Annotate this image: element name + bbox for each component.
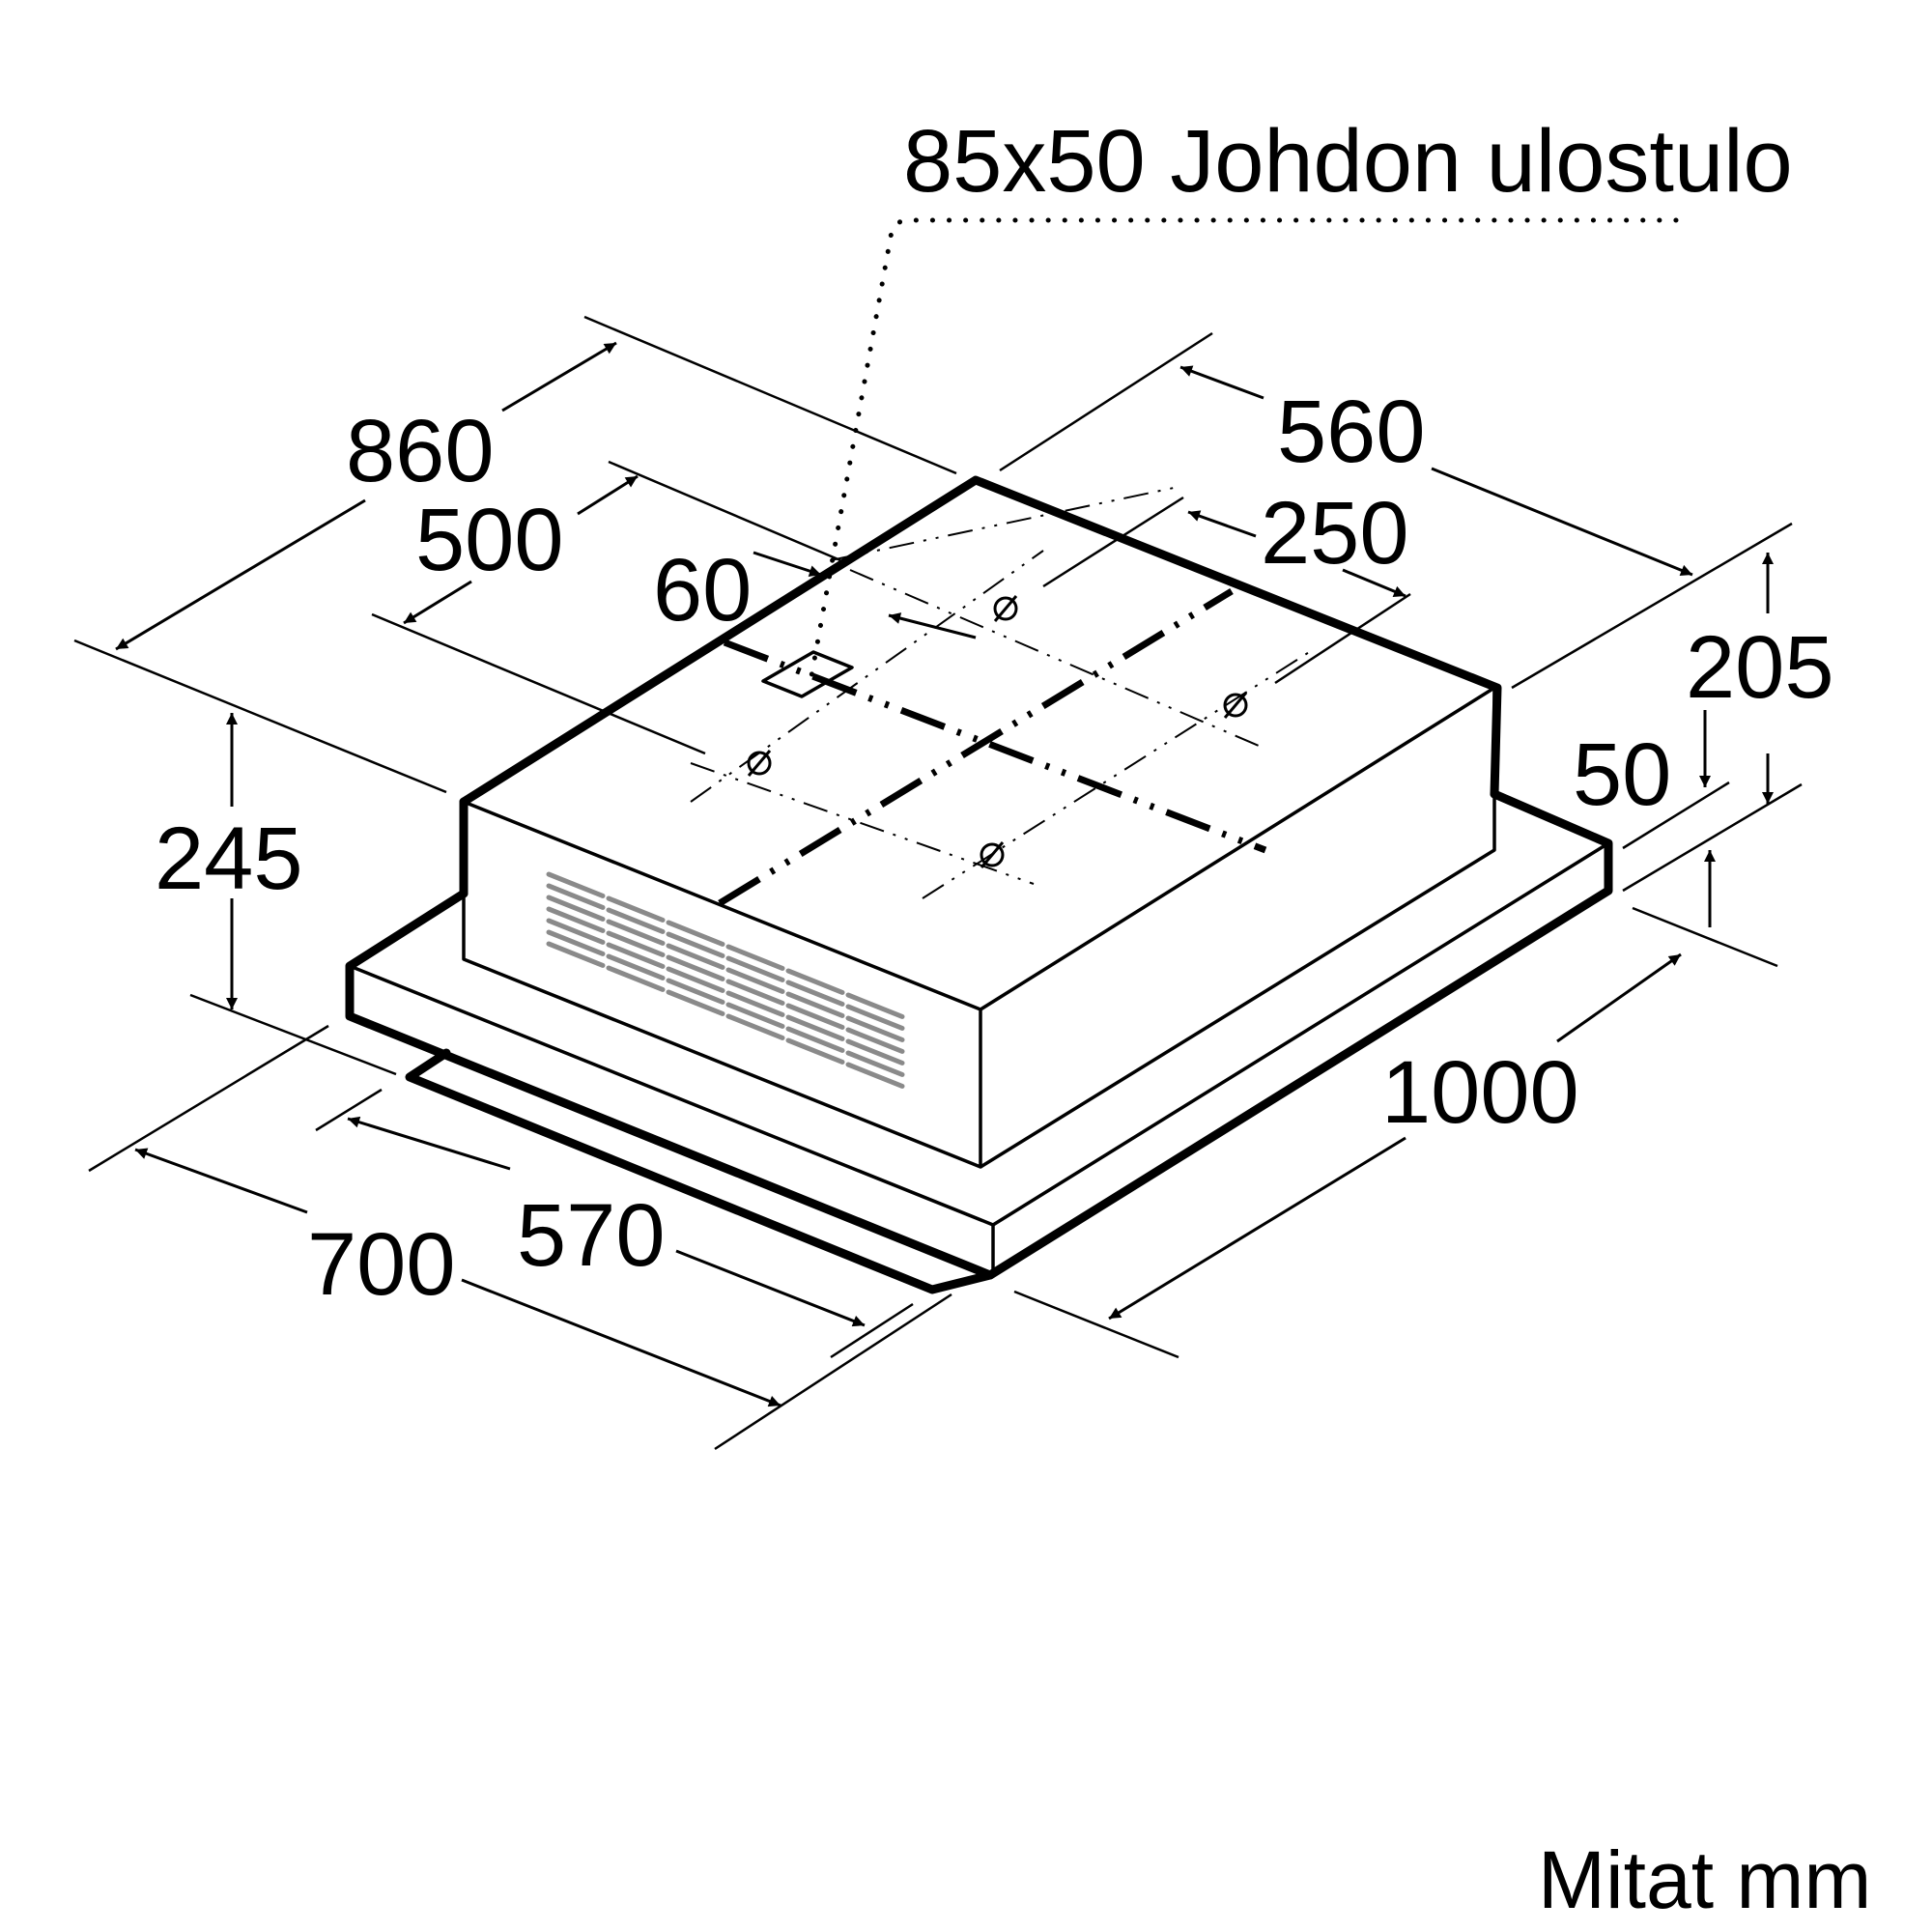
vent-slot — [785, 1037, 845, 1065]
vent-slot — [845, 1038, 905, 1065]
vent-slot — [546, 918, 606, 945]
dim-hood-depth: 700 — [307, 1215, 456, 1314]
dim-panel-thickness: 50 — [1573, 725, 1671, 824]
dim-overall-width: 560 — [1277, 383, 1426, 481]
vent-slot — [725, 955, 785, 982]
vent-slot — [666, 920, 725, 947]
vent-slot — [666, 931, 725, 958]
mount-hole-icon — [980, 842, 1005, 867]
extension-lines — [73, 315, 1803, 1451]
vent-slot — [546, 929, 606, 956]
vent-slot — [845, 1015, 905, 1042]
dimension-lines — [115, 341, 1774, 1407]
vent-slot — [606, 930, 666, 957]
vent-slot — [725, 967, 785, 994]
dim-overall-depth: 860 — [346, 402, 495, 500]
vent-slot — [785, 980, 845, 1007]
vent-slot — [725, 1002, 785, 1029]
vent-slot — [845, 992, 905, 1019]
vent-slot — [666, 978, 725, 1005]
vent-slot — [845, 1050, 905, 1077]
vent-slot — [606, 942, 666, 969]
vent-slot — [785, 1014, 845, 1041]
dim-total-height: 205 — [1686, 618, 1834, 717]
vent-slot — [845, 1027, 905, 1054]
vent-slot — [606, 965, 666, 992]
dim-outlet-offset: 60 — [653, 541, 752, 639]
hood-body — [345, 475, 1613, 1294]
vent-slot — [785, 991, 845, 1018]
cable-outlet-label: 85x50 Johdon ulostulo — [903, 112, 1793, 211]
vent-slot — [725, 990, 785, 1017]
vent-slot — [725, 944, 785, 971]
vent-slot — [546, 883, 606, 910]
dim-mounting-depth: 500 — [415, 491, 564, 589]
dim-mounting-width: 250 — [1261, 484, 1409, 582]
vent-slot — [606, 919, 666, 946]
housing-right-face — [980, 686, 1496, 1169]
dim-installation-height: 245 — [155, 810, 303, 908]
vent-slot — [546, 871, 606, 898]
vent-slot — [606, 907, 666, 934]
vent-slot — [666, 989, 725, 1016]
vent-slot — [785, 968, 845, 995]
vent-slot — [606, 953, 666, 980]
vent-slot — [725, 1013, 785, 1040]
mounting-centerlines — [690, 487, 1315, 906]
vent-slot — [666, 954, 725, 981]
cable-outlet-square — [761, 650, 854, 698]
vent-slot — [845, 1004, 905, 1031]
dim-cutout-depth: 570 — [517, 1186, 666, 1285]
vent-slot — [845, 1062, 905, 1089]
vent-slot — [666, 943, 725, 970]
cable-outlet-leader — [809, 217, 1679, 679]
units-note: Mitat mm — [1538, 1834, 1871, 1925]
mount-hole-icon — [993, 596, 1018, 621]
vent-slot — [546, 941, 606, 968]
mount-hole-icon — [747, 751, 772, 776]
mount-hole-icon — [1223, 693, 1248, 718]
vent-slot — [606, 895, 666, 923]
vent-slot — [785, 1003, 845, 1030]
vent-slot — [785, 1026, 845, 1053]
vent-slot — [666, 966, 725, 993]
dim-hood-width: 1000 — [1381, 1043, 1579, 1142]
tray-outline — [405, 1048, 995, 1294]
vent-slot — [725, 979, 785, 1006]
vent-slot — [546, 895, 606, 922]
vent-slot — [546, 906, 606, 933]
housing-front-face — [462, 800, 982, 1169]
vent-grille — [546, 871, 905, 1089]
